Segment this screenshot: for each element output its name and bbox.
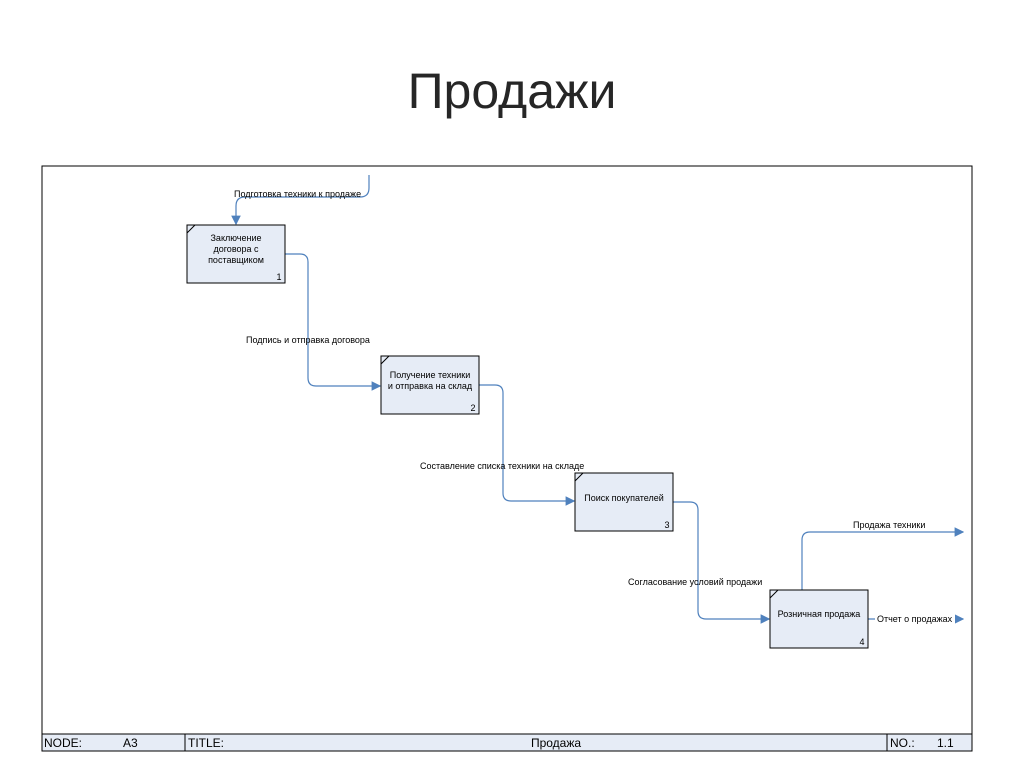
label-input: Подготовка техники к продаже [234, 189, 361, 199]
title-label: TITLE: [188, 736, 224, 750]
svg-text:и отправка на склад: и отправка на склад [388, 381, 473, 391]
label-3-4: Согласование условий продажи [628, 577, 762, 587]
no-label: NO.: [890, 736, 915, 750]
arrow-3-4 [673, 501, 771, 624]
slide-title: Продажи [407, 63, 617, 119]
activity-box-2[interactable]: Получение техники и отправка на склад 2 [380, 355, 480, 415]
svg-text:Поиск покупателей: Поиск покупателей [584, 493, 664, 503]
arrow-input [231, 175, 370, 226]
title-block: NODE: A3 TITLE: Продажа NO.: 1.1 [41, 733, 973, 752]
activity-box-3[interactable]: Поиск покупателей 3 [574, 472, 674, 532]
svg-text:поставщиком: поставщиком [208, 255, 264, 265]
label-out-right: Отчет о продажах [877, 614, 953, 624]
svg-text:Заключение: Заключение [211, 233, 262, 243]
svg-text:1: 1 [276, 272, 281, 282]
node-value: A3 [123, 736, 138, 750]
label-2-3: Составление списка техники на складе [420, 461, 584, 471]
diagram-frame [41, 165, 973, 752]
svg-text:2: 2 [470, 403, 475, 413]
svg-text:Получение техники: Получение техники [390, 370, 471, 380]
no-value: 1.1 [937, 736, 954, 750]
svg-text:4: 4 [859, 637, 864, 647]
arrow-2-3 [479, 384, 576, 506]
svg-text:3: 3 [664, 520, 669, 530]
activity-box-4[interactable]: Розничная продажа 4 [769, 589, 869, 649]
label-out-top: Продажа техники [853, 520, 925, 530]
node-label: NODE: [44, 736, 82, 750]
title-value: Продажа [531, 736, 581, 750]
svg-text:договора с: договора с [213, 244, 259, 254]
activity-box-1[interactable]: Заключение договора с поставщиком 1 [186, 224, 286, 284]
label-1-2: Подпись и отправка договора [246, 335, 370, 345]
arrow-1-2 [285, 253, 382, 391]
svg-text:Розничная продажа: Розничная продажа [778, 609, 861, 619]
arrow-output-top [801, 527, 965, 590]
